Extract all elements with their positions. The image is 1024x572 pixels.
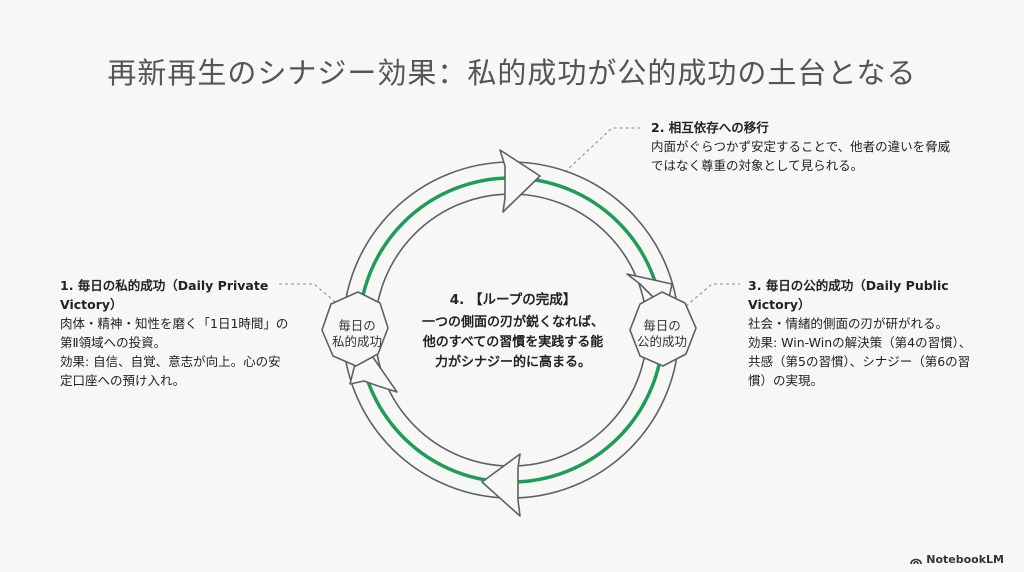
- notebooklm-icon: [910, 558, 923, 564]
- public-victory-line1: 社会・情緒的側面の刃が研がれる。: [748, 316, 949, 331]
- connector-right: [685, 283, 740, 307]
- page-title: 再新再生のシナジー効果：私的成功が公的成功の土台となる: [107, 56, 917, 90]
- arrow-head-bottom: [481, 453, 521, 517]
- loop-complete-text: 一つの側面の刃が鋭くなれば、他のすべての習慣を実践する能力がシナジー的に高まる。: [421, 315, 604, 370]
- public-victory-block: 3. 毎日の公的成功（Daily Public Victory） 社会・情緒的側…: [748, 276, 980, 390]
- interdependence-heading: 2. 相互依存への移行: [651, 120, 769, 135]
- private-victory-block: 1. 毎日の私的成功（Daily Private Victory） 肉体・精神・…: [60, 276, 292, 390]
- brand-name: NotebookLM: [926, 553, 1004, 566]
- node-right-shape: [629, 291, 697, 367]
- loop-complete-block: 4. 【ループの完成】 一つの側面の刃が鋭くなれば、他のすべての習慣を実践する能…: [418, 290, 608, 373]
- node-private-victory-text: 毎日の 私的成功: [331, 318, 382, 349]
- brand-logo: NotebookLM: [910, 553, 1004, 566]
- connector-top: [564, 127, 640, 173]
- node-private-victory: 毎日の 私的成功: [322, 318, 392, 350]
- private-victory-line2: 効果: 自信、自覚、意志が向上。心の安定口座への預け入れ。: [60, 354, 281, 388]
- interdependence-block: 2. 相互依存への移行 内面がぐらつかず安定することで、他者の違いを脅威ではなく…: [651, 118, 951, 175]
- loop-complete-heading: 4. 【ループの完成】: [449, 292, 577, 308]
- public-victory-heading: 3. 毎日の公的成功（Daily Public Victory）: [748, 278, 949, 312]
- node-left-shape: [321, 291, 389, 367]
- arrow-head-top: [499, 149, 541, 213]
- interdependence-text: 内面がぐらつかず安定することで、他者の違いを脅威ではなく尊重の対象として見られる…: [651, 139, 951, 173]
- node-public-victory-text: 毎日の 公的成功: [636, 318, 687, 349]
- private-victory-line1: 肉体・精神・知性を磨く「1日1時間」の第Ⅱ領域への投資。: [60, 316, 289, 350]
- private-victory-heading: 1. 毎日の私的成功（Daily Private Victory）: [60, 278, 269, 312]
- public-victory-line2: 効果: Win-Winの解決策（第4の習慣）、共感（第5の習慣）、シナジー（第6…: [748, 335, 972, 388]
- node-public-victory: 毎日の 公的成功: [627, 318, 697, 350]
